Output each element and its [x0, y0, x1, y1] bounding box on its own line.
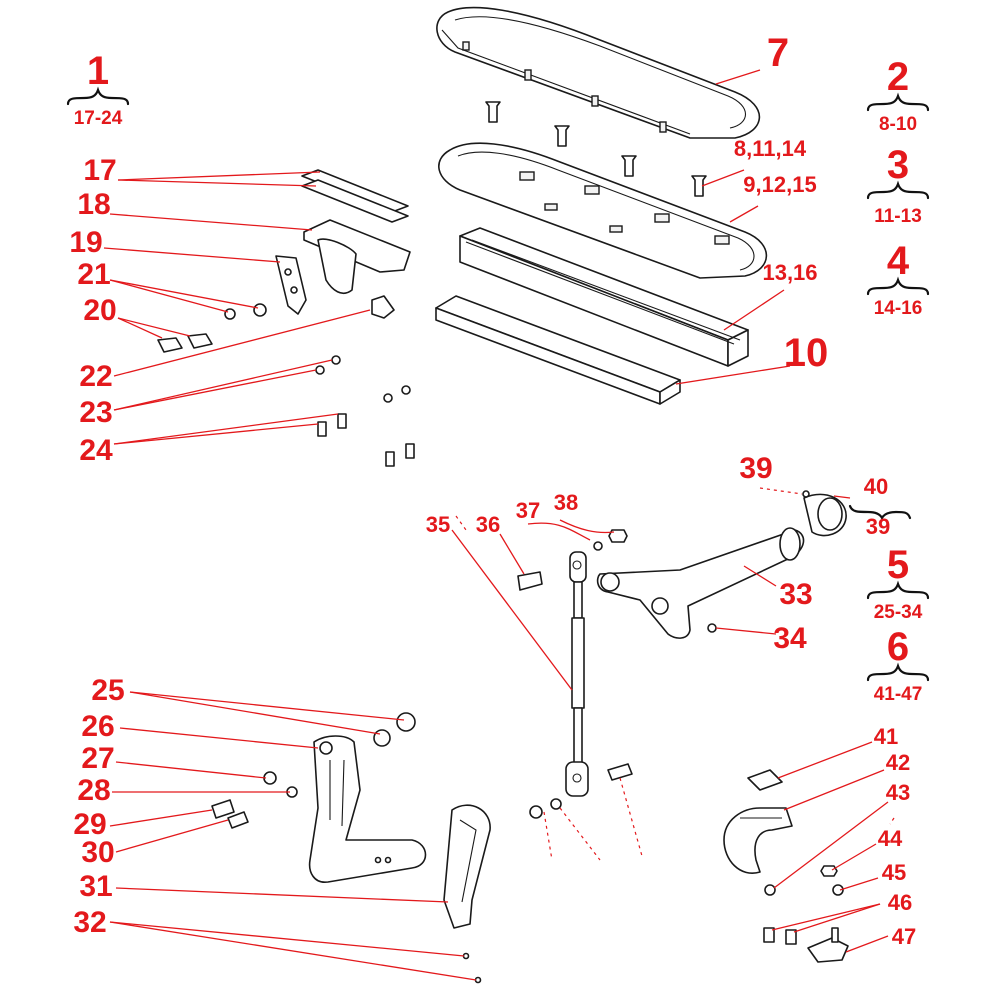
part-number-labels: 1 17-24 2 8-10 3 11-13 4 14-16 5 25-34 6… [69, 31, 922, 949]
label-2: 2 [887, 55, 909, 99]
label-45: 45 [882, 860, 906, 885]
label-3: 3 [887, 143, 909, 187]
label-42: 42 [886, 750, 910, 775]
label-9-12-15: 9,12,15 [743, 172, 816, 197]
label-group-41-47: 41-47 [874, 684, 923, 705]
label-21: 21 [77, 258, 110, 291]
label-26: 26 [81, 710, 114, 743]
label-4: 4 [887, 239, 910, 283]
label-28: 28 [77, 774, 110, 807]
armrest-top-pad [436, 6, 761, 139]
label-32: 32 [73, 906, 106, 939]
side-arm-hardware [211, 712, 416, 829]
label-6: 6 [887, 625, 909, 669]
label-19: 19 [69, 226, 102, 259]
dashed-leader-lines [455, 487, 895, 861]
leader-lines [103, 69, 889, 981]
label-41: 41 [874, 724, 898, 749]
pad-screws [485, 101, 707, 197]
label-33: 33 [779, 578, 812, 611]
label-24: 24 [79, 434, 113, 467]
label-23: 23 [79, 396, 112, 429]
label-40: 40 [864, 474, 888, 499]
label-31: 31 [79, 870, 112, 903]
label-39: 39 [739, 452, 772, 485]
label-group-8-10: 8-10 [879, 114, 917, 135]
label-10: 10 [784, 331, 829, 375]
label-27: 27 [81, 742, 114, 775]
label-7: 7 [767, 31, 789, 75]
label-35: 35 [426, 512, 450, 537]
label-47: 47 [892, 924, 916, 949]
label-group-25-34: 25-34 [874, 602, 923, 623]
label-5: 5 [887, 543, 909, 587]
bracket-plates [275, 169, 411, 315]
small-hardware-left [157, 295, 415, 467]
label-38: 38 [554, 490, 578, 515]
label-37: 37 [516, 498, 540, 523]
label-29: 29 [73, 808, 106, 841]
label-44: 44 [878, 826, 903, 851]
strut-hardware [517, 529, 717, 819]
label-22: 22 [79, 360, 112, 393]
clamp-assembly [723, 769, 849, 963]
label-20: 20 [83, 294, 116, 327]
label-34: 34 [773, 622, 807, 655]
side-arm-bracket [308, 735, 427, 883]
label-17: 17 [83, 154, 116, 187]
pivot-arm-tube [596, 490, 847, 639]
label-8-11-14: 8,11,14 [734, 136, 807, 161]
label-18: 18 [77, 188, 110, 221]
label-13-16: 13,16 [762, 260, 817, 285]
label-group-14-16: 14-16 [874, 298, 923, 319]
armrest-base-tray [438, 142, 768, 279]
label-43: 43 [886, 780, 910, 805]
slide-rail [459, 227, 749, 367]
label-46: 46 [888, 890, 912, 915]
gas-strut [565, 551, 589, 797]
label-group-17-24: 17-24 [74, 108, 123, 129]
label-25: 25 [91, 674, 124, 707]
label-36: 36 [476, 512, 500, 537]
lower-channel [435, 295, 681, 405]
label-group-11-13: 11-13 [874, 206, 922, 227]
group-braces [66, 86, 930, 682]
label-group-39: 39 [866, 514, 890, 539]
label-30: 30 [81, 836, 114, 869]
side-cover [443, 804, 491, 984]
label-1: 1 [87, 49, 109, 93]
